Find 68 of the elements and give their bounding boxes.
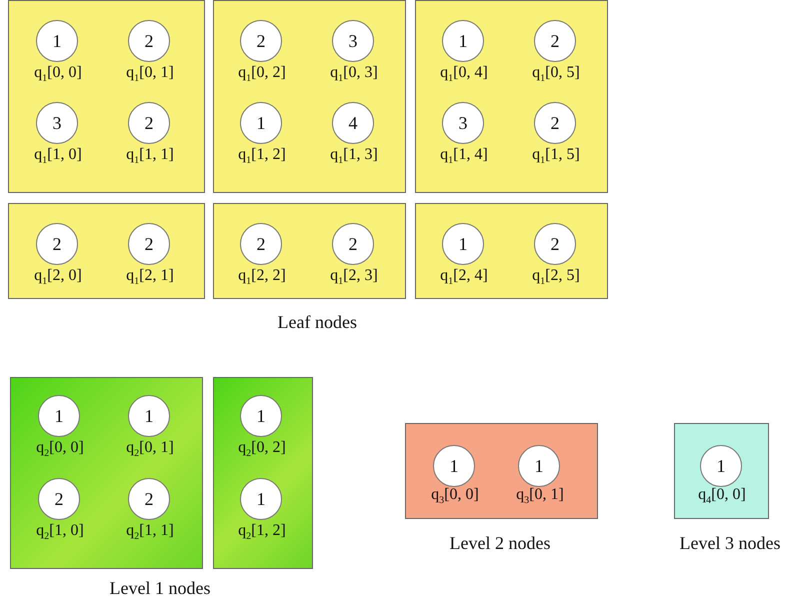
- panel: [213, 203, 406, 299]
- panel: [8, 0, 205, 193]
- node-circle: 2: [128, 223, 170, 265]
- panel: [213, 377, 313, 569]
- node-label: q$_{1}$[0, 3]: [329, 64, 379, 84]
- panel: [415, 203, 608, 299]
- node-label: q$_{1}$[1, 0]: [33, 146, 83, 166]
- node-circle: 2: [38, 478, 80, 520]
- node-circle: 2: [128, 102, 170, 144]
- node-label: q$_{1}$[1, 1]: [125, 146, 175, 166]
- node-circle: 1: [442, 20, 484, 62]
- node-label: q$_{2}$[0, 0]: [35, 439, 85, 460]
- node-label: q$_{1}$[0, 5]: [531, 64, 581, 84]
- node-label: q$_{2}$[1, 2]: [237, 522, 287, 542]
- node-label: q$_{3}$[0, 0]: [430, 486, 480, 506]
- node-circle: 2: [534, 20, 576, 62]
- caption: Level 2 nodes: [450, 533, 550, 554]
- caption: Leaf nodes: [278, 312, 357, 333]
- node-label: q$_{1}$[2, 4]: [439, 267, 489, 288]
- node-circle: 1: [700, 445, 742, 487]
- panel: [405, 423, 598, 519]
- node-circle: 3: [332, 20, 374, 62]
- node-circle: 1: [433, 445, 475, 487]
- node-circle: 2: [240, 20, 282, 62]
- node-circle: 2: [128, 478, 170, 520]
- node-circle: 2: [332, 223, 374, 265]
- node-label: q$_{1}$[1, 4]: [439, 146, 489, 166]
- node-circle: 3: [442, 102, 484, 144]
- node-label: q$_{3}$[0, 1]: [515, 486, 565, 506]
- panel: [213, 0, 406, 193]
- panel: [8, 203, 205, 299]
- node-label: q$_{2}$[0, 2]: [237, 439, 287, 460]
- node-circle: 1: [240, 102, 282, 144]
- node-label: q$_{2}$[0, 1]: [125, 439, 175, 460]
- node-circle: 1: [442, 223, 484, 265]
- node-circle: 1: [518, 445, 560, 487]
- node-circle: 1: [240, 395, 282, 437]
- node-circle: 1: [240, 478, 282, 520]
- node-circle: 1: [128, 395, 170, 437]
- node-circle: 1: [38, 395, 80, 437]
- node-circle: 2: [128, 20, 170, 62]
- node-label: q$_{1}$[0, 4]: [439, 64, 489, 84]
- node-circle: 2: [240, 223, 282, 265]
- node-circle: 3: [36, 102, 78, 144]
- node-circle: 4: [332, 102, 374, 144]
- node-circle: 2: [534, 223, 576, 265]
- node-label: q$_{4}$[0, 0]: [697, 486, 747, 506]
- node-label: q$_{1}$[1, 5]: [531, 146, 581, 166]
- node-label: q$_{1}$[0, 2]: [237, 64, 287, 84]
- node-label: q$_{1}$[1, 2]: [237, 146, 287, 166]
- node-label: q$_{1}$[2, 5]: [531, 267, 581, 288]
- caption: Level 1 nodes: [110, 578, 210, 599]
- node-label: q$_{1}$[2, 2]: [237, 267, 287, 288]
- caption: Level 3 nodes: [680, 533, 780, 554]
- panel: [674, 423, 769, 519]
- node-label: q$_{1}$[0, 1]: [125, 64, 175, 84]
- node-circle: 2: [534, 102, 576, 144]
- node-circle: 1: [36, 20, 78, 62]
- node-label: q$_{1}$[0, 0]: [33, 64, 83, 84]
- panel: [415, 0, 608, 193]
- node-label: q$_{1}$[2, 0]: [33, 267, 83, 288]
- panel: [10, 377, 203, 569]
- node-label: q$_{1}$[1, 3]: [329, 146, 379, 166]
- node-label: q$_{1}$[2, 1]: [125, 267, 175, 288]
- node-label: q$_{2}$[1, 1]: [125, 522, 175, 542]
- node-circle: 2: [36, 223, 78, 265]
- node-label: q$_{1}$[2, 3]: [329, 267, 379, 288]
- node-label: q$_{2}$[1, 0]: [35, 522, 85, 542]
